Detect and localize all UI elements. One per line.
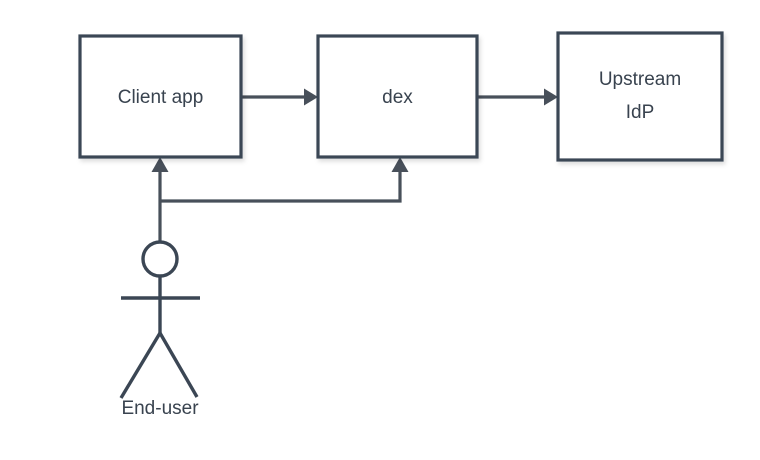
actor-head-icon xyxy=(141,240,179,278)
node-upstream-idp-rect xyxy=(556,31,724,162)
actor-end-user-label: End-user xyxy=(121,398,199,419)
node-upstream-idp-label-line1: Upstream xyxy=(599,69,681,90)
node-dex-label: dex xyxy=(382,87,413,108)
arrow-head-dex-to-upstream xyxy=(544,88,558,106)
node-dex-rect xyxy=(316,34,479,159)
node-upstream-idp-label-line2: IdP xyxy=(626,102,655,123)
node-client-app-label: Client app xyxy=(118,87,204,108)
arrow-head-client-to-dex xyxy=(304,88,318,106)
arrow-head-end-user-to-dex xyxy=(391,157,409,172)
edge-path-end-user-to-dex xyxy=(160,168,402,203)
arrow-head-end-user-to-client xyxy=(151,157,169,172)
edge-dex-to-upstream-idp[interactable] xyxy=(477,88,558,106)
actor-right-leg-line xyxy=(158,332,199,398)
edge-client-app-to-dex[interactable] xyxy=(241,88,318,106)
node-upstream-idp[interactable] xyxy=(556,31,724,162)
node-client-app[interactable] xyxy=(78,34,243,159)
edge-end-user-to-client-app[interactable] xyxy=(151,157,169,243)
edge-end-user-to-dex[interactable] xyxy=(160,157,409,203)
actor-left-leg-line xyxy=(119,332,162,399)
node-client-app-rect xyxy=(78,34,243,159)
node-dex[interactable] xyxy=(316,34,479,159)
actor-end-user[interactable] xyxy=(119,240,200,399)
